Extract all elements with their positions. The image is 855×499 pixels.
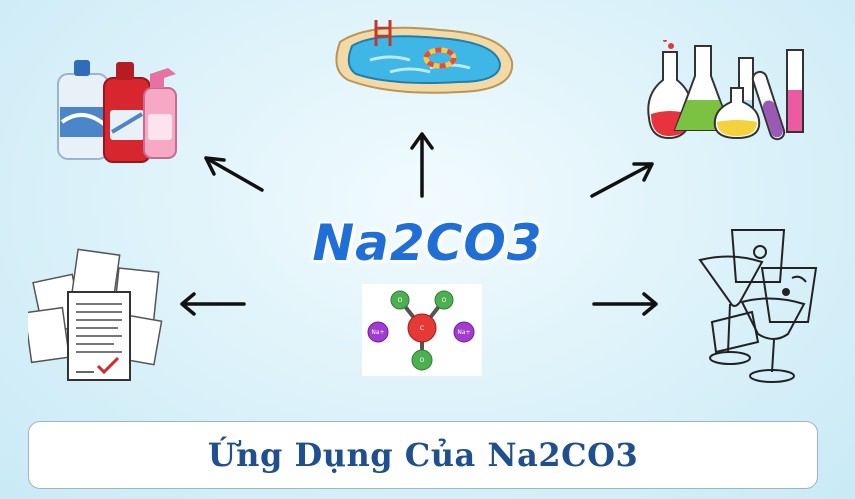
arrow-up-right-icon: [590, 162, 654, 198]
glassware-drinks-icon: [698, 229, 818, 383]
atom-label: C: [420, 325, 424, 332]
caption-box: Ứng Dụng Của Na2CO3: [28, 421, 818, 489]
main-title: Na2CO3: [312, 214, 543, 272]
atom-label: Na+: [457, 329, 470, 336]
atom-label: O: [398, 297, 403, 304]
molecule-structure-icon: O O C O Na+ Na+: [367, 290, 475, 371]
atom-label: O: [420, 357, 425, 364]
lab-glassware-icon: [647, 40, 804, 141]
atom-label: O: [442, 297, 447, 304]
arrow-up-icon: [410, 132, 434, 198]
paper-documents-icon: [28, 248, 163, 381]
arrow-right-icon: [592, 292, 658, 316]
caption-text: Ứng Dụng Của Na2CO3: [207, 436, 639, 474]
molecule-diagram: O O C O Na+ Na+: [362, 284, 482, 376]
arrow-left-icon: [180, 292, 246, 316]
arrow-up-left-icon: [204, 156, 264, 192]
atom-label: Na+: [371, 329, 384, 336]
swimming-pool-icon: [335, 20, 514, 94]
detergent-bottles-icon: [57, 60, 177, 163]
